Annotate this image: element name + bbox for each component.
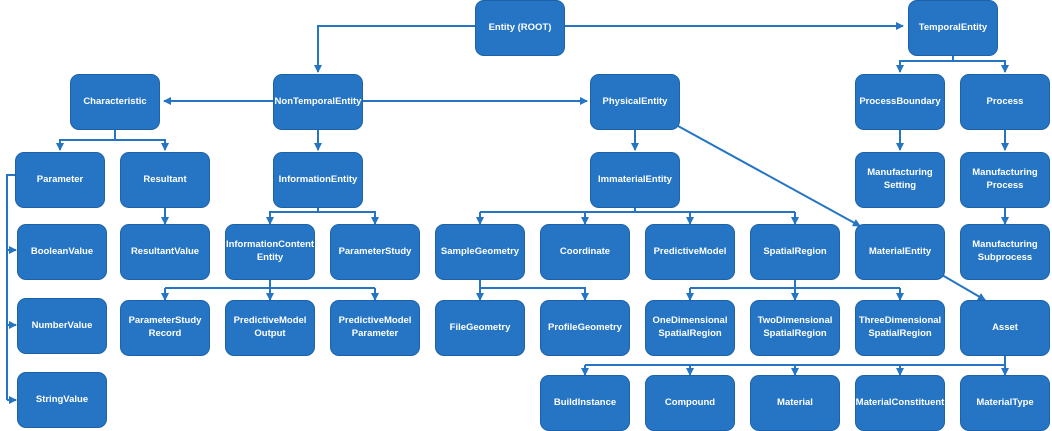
- node-boolean-value[interactable]: BooleanValue: [17, 224, 107, 280]
- edge-ice-bus: [165, 280, 375, 289]
- node-manufacturing-subprocess[interactable]: Manufacturing Subprocess: [960, 224, 1050, 280]
- node-non-temporal-entity[interactable]: NonTemporalEntity: [273, 74, 363, 130]
- node-predictive-model-parameter[interactable]: PredictiveModel Parameter: [330, 300, 420, 356]
- node-asset[interactable]: Asset: [960, 300, 1050, 356]
- node-information-entity[interactable]: InformationEntity: [273, 152, 363, 208]
- node-resultant[interactable]: Resultant: [120, 152, 210, 208]
- edge-parameter-spine: [6, 174, 15, 400]
- node-one-dimensional-spatial-region[interactable]: OneDimensional SpatialRegion: [645, 300, 735, 356]
- node-predictive-model-output[interactable]: PredictiveModel Output: [225, 300, 315, 356]
- node-sample-geometry[interactable]: SampleGeometry: [435, 224, 525, 280]
- edge-information-to-paramstudy: [318, 211, 379, 225]
- node-two-dimensional-spatial-region[interactable]: TwoDimensional SpatialRegion: [750, 300, 840, 356]
- node-string-value[interactable]: StringValue: [17, 372, 107, 428]
- edge-temporal-split: [899, 54, 954, 72]
- edge-characteristic-split: [56, 130, 116, 151]
- node-physical-entity[interactable]: PhysicalEntity: [590, 74, 680, 130]
- node-manufacturing-process[interactable]: Manufacturing Process: [960, 152, 1050, 208]
- node-resultant-value[interactable]: ResultantValue: [120, 224, 210, 280]
- node-manufacturing-setting[interactable]: Manufacturing Setting: [855, 152, 945, 208]
- node-parameter-study[interactable]: ParameterStudy: [330, 224, 420, 280]
- node-process-boundary[interactable]: ProcessBoundary: [855, 74, 945, 130]
- edge-physical-to-materialentity: [677, 125, 861, 227]
- node-parameter[interactable]: Parameter: [15, 152, 105, 208]
- node-number-value[interactable]: NumberValue: [17, 298, 107, 354]
- node-process[interactable]: Process: [960, 74, 1050, 130]
- edge-sample-split: [479, 280, 589, 301]
- node-build-instance[interactable]: BuildInstance: [540, 375, 630, 431]
- node-file-geometry[interactable]: FileGeometry: [435, 300, 525, 356]
- node-characteristic[interactable]: Characteristic: [70, 74, 160, 130]
- node-profile-geometry[interactable]: ProfileGeometry: [540, 300, 630, 356]
- edge-information-split: [266, 205, 319, 225]
- node-temporal-entity[interactable]: TemporalEntity: [908, 0, 998, 56]
- node-three-dimensional-spatial-region[interactable]: ThreeDimensional SpatialRegion: [855, 300, 945, 356]
- node-predictive-model[interactable]: PredictiveModel: [645, 224, 735, 280]
- node-parameter-study-record[interactable]: ParameterStudy Record: [120, 300, 210, 356]
- node-material-constituent[interactable]: MaterialConstituent: [855, 375, 945, 431]
- node-immaterial-entity[interactable]: ImmaterialEntity: [590, 152, 680, 208]
- node-spatial-region[interactable]: SpatialRegion: [750, 224, 840, 280]
- edge-spatial-bus: [690, 280, 900, 289]
- edge-temporal-to-process: [953, 60, 1009, 73]
- node-coordinate[interactable]: Coordinate: [540, 224, 630, 280]
- node-information-content-entity[interactable]: InformationContent Entity: [225, 224, 315, 280]
- node-material-entity[interactable]: MaterialEntity: [855, 224, 945, 280]
- node-entity-root[interactable]: Entity (ROOT): [475, 0, 565, 56]
- node-compound[interactable]: Compound: [645, 375, 735, 431]
- node-material[interactable]: Material: [750, 375, 840, 431]
- edge-root-to-nontemporal: [314, 25, 475, 73]
- edge-characteristic-to-resultant: [115, 139, 169, 151]
- node-material-type[interactable]: MaterialType: [960, 375, 1050, 431]
